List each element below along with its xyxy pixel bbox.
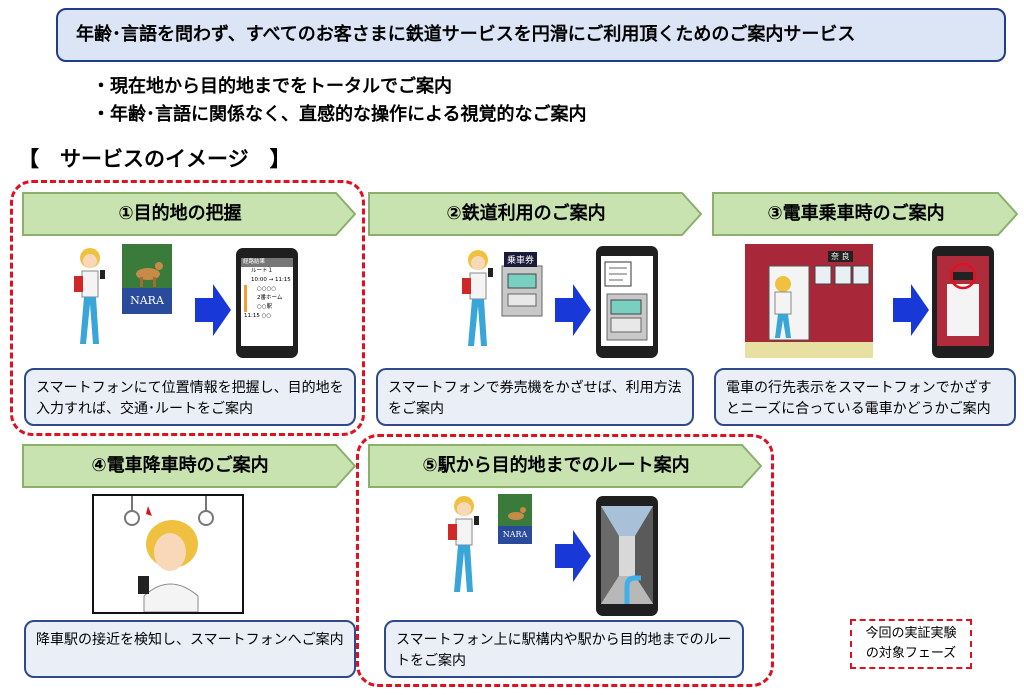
nara-label: NARA — [502, 530, 528, 539]
card-1-banner: ①目的地の把握 — [22, 192, 356, 236]
train-door-illustration: 奈 良 — [745, 244, 873, 358]
smartphone-ticket-guide-screen — [596, 246, 658, 358]
card-3-title: ③電車乗車時のご案内 — [767, 203, 945, 224]
card-4-title: ④電車降車時のご案内 — [91, 455, 269, 476]
ticket-label: 乗車券 — [504, 252, 538, 267]
banner-arrow-shape — [712, 192, 1018, 236]
card-2-title: ②鉄道利用のご案内 — [446, 203, 606, 224]
nara-card-image: NARA — [498, 494, 532, 544]
legend-line-1: 今回の実証実験 — [865, 626, 957, 641]
woman-with-phone-illustration — [60, 244, 120, 354]
card-5-banner: ⑤駅から目的地までのルート案内 — [368, 444, 762, 488]
banner-arrow-shape — [22, 444, 356, 488]
card-5-description: スマートフォン上に駅構内や駅から目的地までのルートをご案内 — [384, 620, 744, 678]
banner-arrow-shape — [22, 192, 356, 236]
card-4-description: 降車駅の接近を検知し、スマートフォンへご案内 — [24, 620, 356, 678]
route-line: 11:15 ○○ — [244, 313, 272, 319]
card-3-banner: ③電車乗車時のご案内 — [712, 192, 1018, 236]
route-line: 2番ホーム — [244, 294, 293, 303]
target-phase-frame-5 — [356, 434, 774, 687]
nara-card-image: NARA — [122, 244, 172, 314]
card-5-title: ⑤駅から目的地までのルート案内 — [422, 455, 690, 476]
smartphone-route-screen: 経路結果 ルート１ 10:00 → 11:15 ○○○○ 2番ホーム ○○駅 1… — [236, 248, 298, 358]
ticket-machine-illustration: 乗車券 — [494, 252, 549, 320]
right-arrow-icon — [555, 530, 591, 586]
card-2-description: スマートフォンで券売機をかざせば、利用方法をご案内 — [376, 368, 694, 426]
route-line: 10:00 → 11:15 — [251, 277, 291, 283]
right-arrow-icon — [555, 284, 591, 340]
right-arrow-icon — [893, 284, 929, 340]
card-3-description: 電車の行先表示をスマートフォンでかざすとニーズに合っている電車かどうかご案内 — [714, 368, 1016, 426]
target-phase-legend: 今回の実証実験 の対象フェーズ — [850, 619, 972, 669]
page-title: 年齢･言語を問わず、すべてのお客さまに鉄道サービスを円滑にご利用頂くためのご案内… — [56, 8, 1006, 62]
woman-with-phone-illustration — [434, 492, 496, 602]
smartphone-train-check-screen — [932, 246, 994, 358]
train-destination-sign: 奈 良 — [828, 251, 853, 262]
target-phase-frame-1 — [10, 180, 365, 436]
right-arrow-icon — [195, 284, 231, 340]
route-line: ○○○○ — [244, 285, 293, 294]
section-title: 【 サービスのイメージ 】 — [18, 147, 291, 171]
bullet-visual-guide: ・年齢･言語に関係なく、直感的な操作による視覚的なご案内 — [92, 104, 587, 125]
card-1-description: スマートフォンにて位置情報を把握し、目的地を入力すれば、交通･ルートをご案内 — [24, 368, 356, 426]
legend-line-2: の対象フェーズ — [865, 646, 957, 661]
banner-arrow-shape — [368, 444, 762, 488]
woman-with-phone-illustration — [448, 246, 508, 356]
route-line: ルート１ — [251, 268, 274, 274]
card-2-banner: ②鉄道利用のご案内 — [368, 192, 702, 236]
smartphone-street-route-screen — [596, 496, 658, 616]
banner-arrow-shape — [368, 192, 702, 236]
route-screen-title: 経路結果 — [241, 258, 293, 267]
card-1-title: ①目的地の把握 — [118, 203, 242, 224]
nara-label: NARA — [130, 294, 164, 307]
card-4-banner: ④電車降車時のご案内 — [22, 444, 356, 488]
alighting-notice-illustration — [92, 494, 244, 614]
bullet-total-guide: ・現在地から目的地までをトータルでご案内 — [92, 76, 452, 97]
route-line: ○○駅 — [244, 303, 293, 312]
